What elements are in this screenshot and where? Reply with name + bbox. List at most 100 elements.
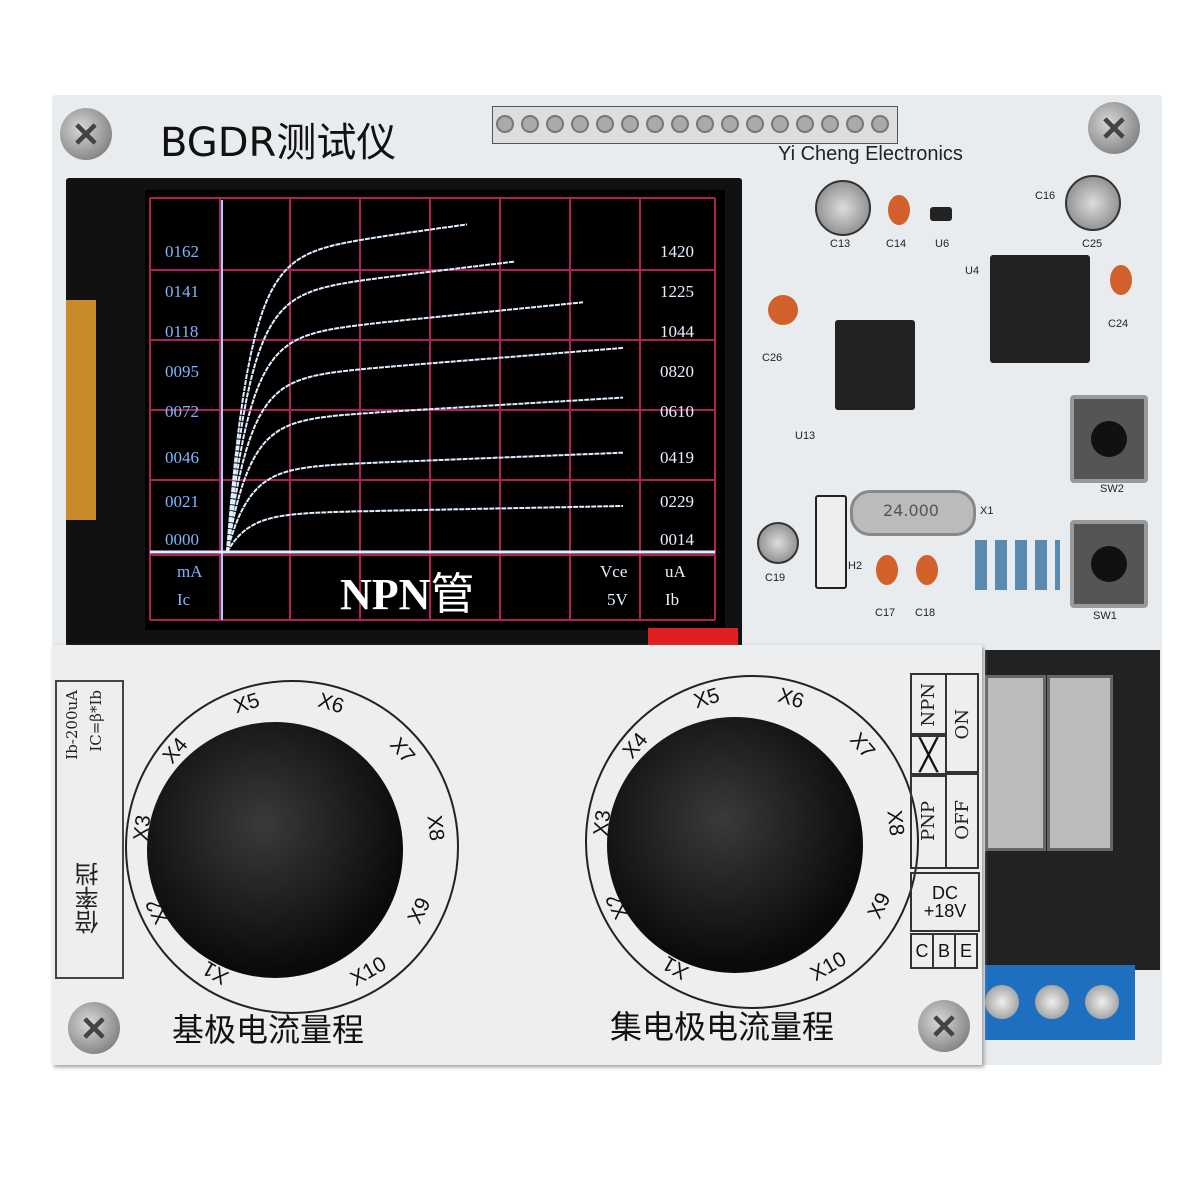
ib-tick-label: 1225 <box>660 282 694 301</box>
op-amp-chip <box>990 255 1090 363</box>
on-label: ON <box>951 708 973 740</box>
mcu-chip <box>835 320 915 410</box>
device-title: BGDR测试仪 <box>160 120 397 166</box>
ib-tick-label: 0610 <box>660 402 694 421</box>
ic-tick-label: 0072 <box>165 402 199 421</box>
ic-tick-label: 0095 <box>165 362 199 381</box>
header-h2 <box>815 495 847 589</box>
ceramic-capacitor <box>916 555 938 585</box>
left-axis: Ic <box>177 590 191 609</box>
vce-value: 5V <box>607 590 628 609</box>
pcb-label: C25 <box>1082 238 1103 250</box>
pcb-label: C18 <box>915 607 936 619</box>
terminal-screw-b[interactable] <box>1035 985 1069 1019</box>
pcb-label: U4 <box>965 265 980 277</box>
terminal-screw-e[interactable] <box>1085 985 1119 1019</box>
ib-tick-label: 0419 <box>660 448 694 467</box>
mode-text: NPN管 <box>340 558 474 622</box>
collector-dial-scale <box>585 675 919 1009</box>
pcb-label: U13 <box>795 430 816 442</box>
dial-mark: X3 <box>129 813 156 842</box>
power-switch[interactable] <box>1047 675 1113 851</box>
ceramic-capacitor <box>876 555 898 585</box>
pcb-label: C24 <box>1108 318 1129 330</box>
mode-suffix: 管 <box>430 570 475 619</box>
range-label: 倍率挡 <box>75 862 103 934</box>
ib-tick-label: 0229 <box>660 492 694 511</box>
dial-mark: X8 <box>422 813 449 842</box>
npn-pnp-switch[interactable] <box>985 675 1046 851</box>
sw1-button[interactable] <box>1070 520 1148 608</box>
capacitor <box>757 522 799 564</box>
base-spec-2: IC=β*Ib <box>87 690 105 752</box>
screen-protector-tab <box>648 628 738 646</box>
pin-c: C <box>910 933 934 969</box>
ic-curve <box>226 505 623 553</box>
ic-tick-label: 0000 <box>165 530 199 549</box>
pcb-label: X1 <box>980 505 994 517</box>
pcb-label: C17 <box>875 607 896 619</box>
dial-mark: X3 <box>589 808 616 837</box>
ic-curve <box>226 396 624 553</box>
cross-icon: ╳ <box>910 733 947 777</box>
terminal-screw-c[interactable] <box>985 985 1019 1019</box>
off-label: OFF <box>951 800 973 840</box>
pin-b: B <box>932 933 956 969</box>
brand-label: Yi Cheng Electronics <box>778 143 963 165</box>
screw-icon <box>60 108 112 160</box>
base-dial-scale <box>125 680 459 1014</box>
transistor-chip <box>930 207 952 221</box>
capacitor <box>1065 175 1121 231</box>
pcb-label: C14 <box>886 238 907 250</box>
switch-block <box>985 650 1160 970</box>
collector-caption: 集电极电流量程 <box>610 1008 835 1046</box>
base-range-knob[interactable] <box>147 722 403 978</box>
pcb-label: SW1 <box>1093 610 1117 622</box>
right-unit: uA <box>665 562 686 581</box>
terminal-block <box>985 965 1135 1040</box>
npn-label: NPN <box>918 683 939 727</box>
pcb-label: C16 <box>1035 190 1056 202</box>
screw-icon <box>918 1000 970 1052</box>
base-caption: 基极电流量程 <box>172 1011 365 1049</box>
dial-mark: X8 <box>882 808 909 837</box>
pin-e: E <box>954 933 978 969</box>
crystal: 24.000 <box>850 490 976 536</box>
pcb-label: C13 <box>830 238 851 250</box>
curve-plot <box>149 197 716 621</box>
ic-curve <box>226 451 624 553</box>
resistor-array <box>975 540 1060 590</box>
ceramic-capacitor <box>888 195 910 225</box>
crystal-value: 24.000 <box>883 501 939 520</box>
screw-icon <box>68 1002 120 1054</box>
pin-header <box>492 106 898 144</box>
ib-tick-label: 0014 <box>660 530 694 549</box>
ic-tick-label: 0118 <box>165 322 199 341</box>
sw2-button[interactable] <box>1070 395 1148 483</box>
right-axis: Ib <box>665 590 680 609</box>
pcb-label: H2 <box>848 560 863 572</box>
screw-icon <box>1088 102 1140 154</box>
ceramic-capacitor <box>1110 265 1132 295</box>
pcb-label: C26 <box>762 352 783 364</box>
pcb-label: U6 <box>935 238 950 250</box>
ic-tick-label: 0141 <box>165 282 199 301</box>
ceramic-capacitor <box>768 295 798 325</box>
collector-range-knob[interactable] <box>607 717 863 973</box>
ic-curve <box>226 346 624 553</box>
ib-tick-label: 1420 <box>660 242 694 261</box>
vce-label: Vce <box>600 562 628 581</box>
flex-cable <box>66 300 96 520</box>
power-label: DC +18V <box>910 872 980 932</box>
range-label-box: Ib-200uA IC=β*Ib 倍率挡 <box>55 680 124 979</box>
ib-tick-label: 1044 <box>660 322 694 341</box>
ib-tick-label: 0820 <box>660 362 694 381</box>
base-spec-1: Ib-200uA <box>63 690 81 760</box>
ic-tick-label: 0162 <box>165 242 199 261</box>
pnp-label: PNP <box>918 801 939 841</box>
ic-tick-label: 0021 <box>165 492 199 511</box>
left-unit: mA <box>177 562 203 581</box>
mode-label: NPN <box>340 570 431 619</box>
pcb-label: SW2 <box>1100 483 1124 495</box>
